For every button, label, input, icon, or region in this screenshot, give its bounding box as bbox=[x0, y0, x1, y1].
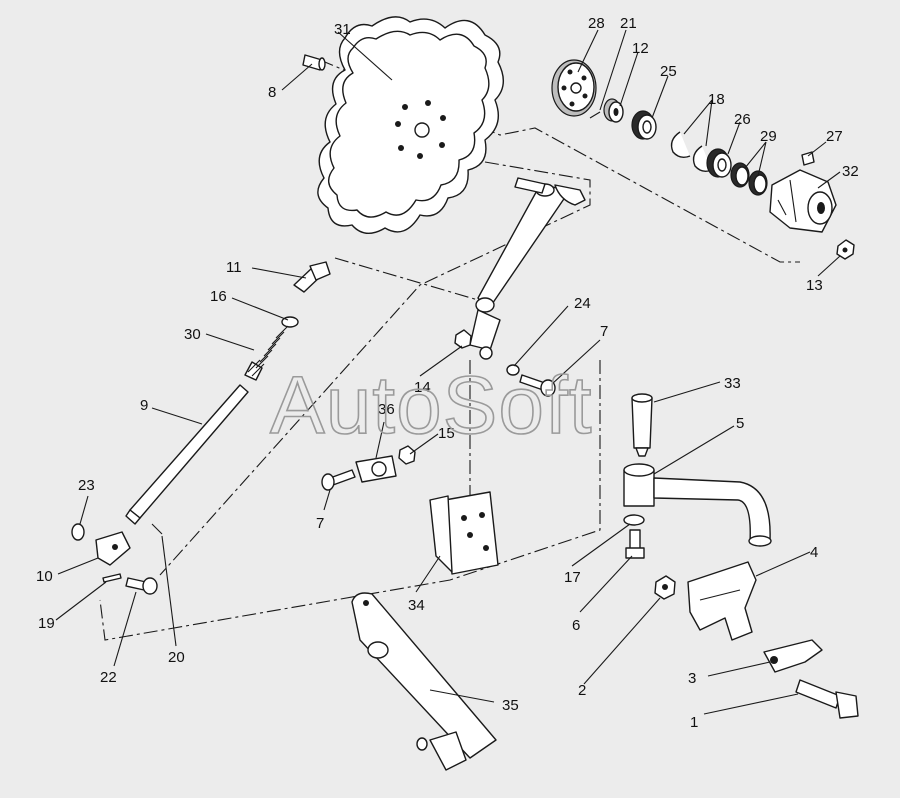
callout-26: 26 bbox=[734, 111, 751, 128]
part-35-pedal-arm bbox=[351, 592, 497, 771]
part-32-hub bbox=[769, 169, 837, 233]
callout-6: 6 bbox=[572, 617, 580, 634]
callout-30: 30 bbox=[184, 326, 201, 343]
callout-7-upper: 7 bbox=[600, 323, 608, 340]
callout-12: 12 bbox=[632, 40, 649, 57]
part-26-bearing bbox=[706, 148, 732, 178]
callout-5: 5 bbox=[736, 415, 744, 432]
callout-34: 34 bbox=[408, 597, 425, 614]
callout-leaders bbox=[55, 29, 841, 715]
part-21-pin bbox=[589, 111, 601, 119]
part-31-steering-wheel bbox=[317, 16, 504, 234]
callout-32: 32 bbox=[842, 163, 859, 180]
watermark-text: AutoSoft bbox=[270, 360, 593, 451]
part-5-pedal-lever bbox=[623, 463, 772, 547]
part-12-nut bbox=[603, 98, 624, 123]
part-14-nut bbox=[454, 329, 472, 349]
callout-4: 4 bbox=[810, 544, 818, 561]
part-22-bolt bbox=[125, 577, 158, 595]
part-29-washers bbox=[730, 162, 768, 196]
callout-8: 8 bbox=[268, 84, 276, 101]
part-11-bushing bbox=[293, 261, 331, 293]
callout-23: 23 bbox=[78, 477, 95, 494]
part-9-steering-shaft bbox=[125, 384, 249, 525]
part-4-bracket bbox=[687, 561, 757, 641]
callout-22: 22 bbox=[100, 669, 117, 686]
part-33-pin bbox=[631, 393, 653, 457]
part-13-nut bbox=[836, 239, 855, 260]
callout-15: 15 bbox=[438, 425, 455, 442]
callout-21: 21 bbox=[620, 15, 637, 32]
steering-column-tube bbox=[469, 177, 586, 360]
part-19-pin bbox=[102, 573, 122, 583]
part-34-bracket bbox=[429, 491, 499, 575]
part-15-nut bbox=[398, 445, 416, 465]
part-17-washer bbox=[623, 514, 645, 526]
callout-14: 14 bbox=[414, 379, 431, 396]
callout-25: 25 bbox=[660, 63, 677, 80]
callout-24: 24 bbox=[574, 295, 591, 312]
part-24-washer bbox=[506, 364, 520, 376]
part-20-pin bbox=[151, 523, 163, 535]
part-3-link bbox=[763, 639, 823, 673]
part-10-fork bbox=[95, 531, 131, 566]
callout-18: 18 bbox=[708, 91, 725, 108]
part-28-flange bbox=[551, 59, 597, 117]
part-30-spring bbox=[244, 325, 289, 381]
callout-29: 29 bbox=[760, 128, 777, 145]
callout-28: 28 bbox=[588, 15, 605, 32]
callout-20: 20 bbox=[168, 649, 185, 666]
part-25-bearing bbox=[631, 110, 657, 140]
callout-3: 3 bbox=[688, 670, 696, 687]
callout-33: 33 bbox=[724, 375, 741, 392]
part-36-clamp bbox=[355, 455, 397, 483]
callout-9: 9 bbox=[140, 397, 148, 414]
callout-2: 2 bbox=[578, 682, 586, 699]
part-6-bolt bbox=[625, 529, 645, 559]
callout-labels: 1 2 3 4 5 6 7 7 8 9 10 11 12 13 14 15 16… bbox=[36, 15, 859, 731]
part-7-bolt-lower bbox=[321, 469, 356, 491]
part-2-nut bbox=[654, 575, 676, 600]
callout-13: 13 bbox=[806, 277, 823, 294]
part-8-bolt bbox=[302, 54, 326, 71]
callout-17: 17 bbox=[564, 569, 581, 586]
callout-7-lower: 7 bbox=[316, 515, 324, 532]
callout-35: 35 bbox=[502, 697, 519, 714]
callout-10: 10 bbox=[36, 568, 53, 585]
callout-36: 36 bbox=[378, 401, 395, 418]
part-18-circlips bbox=[670, 131, 713, 173]
callout-27: 27 bbox=[826, 128, 843, 145]
callout-1: 1 bbox=[690, 714, 698, 731]
part-1-bolt bbox=[795, 679, 859, 719]
callout-11: 11 bbox=[226, 259, 242, 276]
callout-16: 16 bbox=[210, 288, 227, 305]
callout-19: 19 bbox=[38, 615, 55, 632]
part-27-nipple bbox=[801, 151, 815, 166]
callout-31: 31 bbox=[334, 21, 351, 38]
part-7-bolt-upper bbox=[519, 374, 556, 397]
part-23-bushing bbox=[71, 523, 85, 541]
